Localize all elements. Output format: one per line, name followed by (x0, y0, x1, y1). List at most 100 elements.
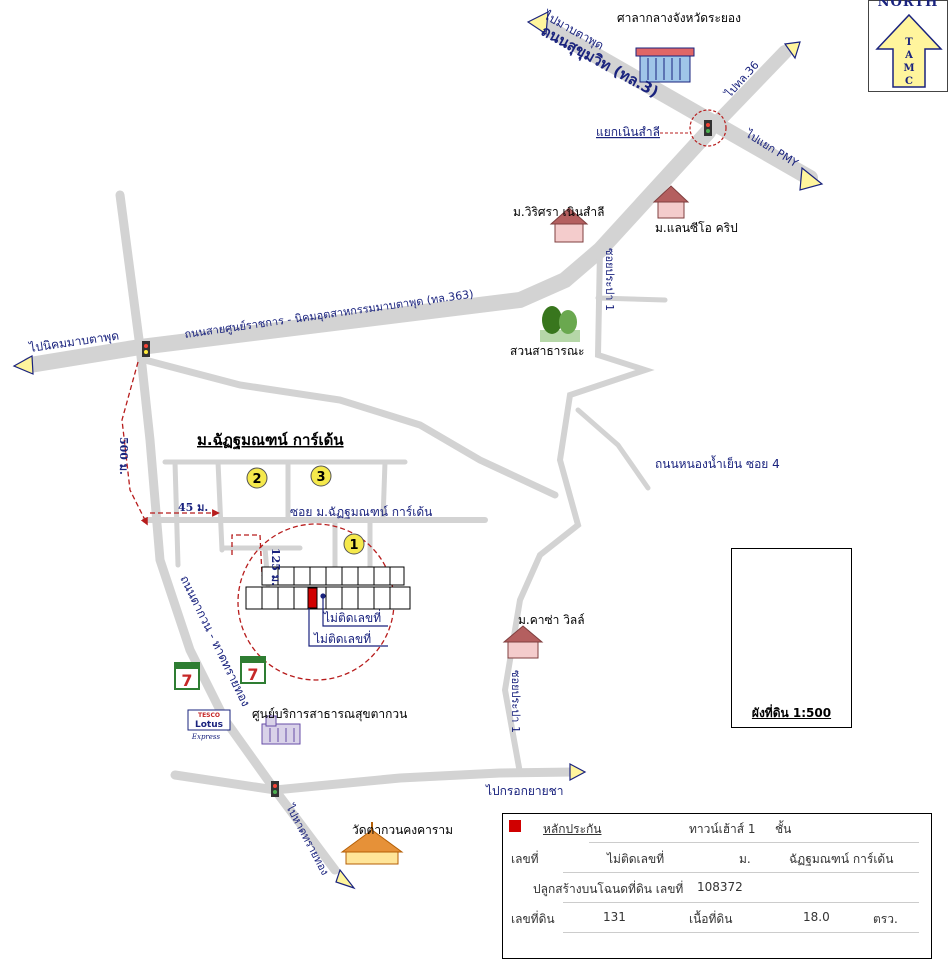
townhouse-block (245, 566, 411, 610)
health-center-icon (261, 715, 301, 745)
city-hall-icon (635, 47, 695, 83)
svg-text:T: T (905, 37, 913, 48)
svg-text:M: M (903, 63, 914, 74)
park-icon (540, 306, 580, 342)
temple-icon (340, 822, 404, 865)
health-center-label: ศูนย์บริการสาธารณสุขตากวน (252, 707, 407, 722)
nongnamyen-road (575, 407, 651, 491)
road-network (22, 20, 818, 875)
legend-label: หลักประกัน (543, 822, 602, 836)
casa-label: ม.คาซ่า วิลล์ (518, 613, 585, 627)
property-type: ทาวน์เฮ้าส์ 1 (689, 822, 756, 836)
house-icon (549, 207, 589, 243)
dir-krokyaicha-label: ไปกรอกยายชา (485, 784, 564, 798)
area-value: 18.0 (803, 910, 830, 924)
deed-value: 108372 (697, 880, 743, 894)
townhouse-row-upper (261, 566, 405, 586)
collateral-legend-swatch (509, 820, 521, 832)
area-unit: ตรว. (873, 912, 898, 926)
svg-text:C: C (905, 76, 913, 87)
townhouse-row-lower (245, 586, 411, 610)
center-road (22, 124, 716, 373)
temple-label: วัดตากวนคงคาราม (352, 823, 453, 837)
soi-branch-road (595, 295, 668, 303)
dist-45-label: 45 ม. (178, 501, 208, 514)
divider (563, 902, 919, 903)
soi-prapa-top-label: ซอยประปา 1 (603, 248, 616, 311)
divider (563, 872, 919, 873)
property-info-box: หลักประกัน ทาวน์เฮ้าส์ 1 ชั้น เลขที่ ไม่… (502, 813, 932, 959)
collateral-unit[interactable] (307, 587, 318, 609)
arrow-maptaphut (526, 10, 549, 36)
plot-no-label: เลขที่ดิน (511, 912, 555, 926)
svg-text:7: 7 (247, 665, 258, 684)
wirisa-label: ม.วิริศรา เนินสำลี (513, 205, 604, 219)
intersection-label: แยกเนินสำลี (596, 125, 660, 139)
arrow-hadsaithong (335, 868, 356, 890)
divider (589, 842, 919, 843)
traffic-lights (142, 109, 727, 797)
marker-2 (246, 467, 268, 489)
north-arrow-icon: T A M C (875, 13, 943, 88)
tesco-lotus-icon: TESCO Lotus Express (187, 709, 231, 741)
park-label: สวนสาธารณะ (510, 344, 584, 358)
plot-scale-box: ผังที่ดิน 1:500 (731, 548, 852, 728)
unit-label-1: ไม่ติดเลขที่ (323, 609, 381, 625)
traffic-light-icon (704, 120, 712, 136)
route36-road (701, 45, 792, 139)
arrow-krokyaicha (569, 763, 587, 781)
city-hall-label: ศาลากลางจังหวัดระยอง (617, 11, 741, 25)
sukhumvit-road (540, 20, 818, 186)
svg-text:7: 7 (181, 671, 192, 690)
intersection-circle (689, 109, 727, 147)
seven-eleven-icon: 7 (174, 662, 200, 690)
arrow-route36 (783, 41, 801, 60)
traffic-light-icon (271, 781, 279, 797)
plot-no-value: 131 (603, 910, 626, 924)
curve-road (141, 356, 559, 499)
unit-label-2: ไม่ติดเลขที่ (313, 630, 371, 646)
marker-1-label: 1 (349, 538, 358, 553)
soi-prapa-bottom-label: ซอยประปา 1 (509, 670, 522, 733)
dist-125-label: 125 ม. (269, 548, 282, 586)
dir-hadsaithong-label: ไปหาดทรายทอง (283, 801, 332, 877)
village-title: ม.ฉัฏฐมณฑน์ การ์เด้น (197, 431, 344, 450)
numbered-markers: 2 3 1 (246, 465, 365, 555)
village-v4 (380, 459, 388, 523)
svg-text:Lotus: Lotus (195, 720, 223, 730)
floors-unit: ชั้น (775, 822, 792, 836)
nongnamyen-label: ถนนหนองน้ำเย็น ซอย 4 (655, 455, 780, 471)
house-icon (652, 185, 690, 219)
house-no-label: เลขที่ (511, 852, 539, 866)
unit-pointers (308, 593, 388, 647)
arrow-nikhom (12, 355, 34, 375)
traffic-light-icon (142, 341, 150, 357)
svg-text:Express: Express (191, 733, 221, 741)
townhouse-dividers-upper (277, 567, 391, 585)
north-indicator: NORTH T A M C (868, 0, 948, 92)
house-no-value: ไม่ติดเลขที่ (607, 852, 665, 866)
house-icon (502, 625, 544, 659)
road-arrows (12, 10, 824, 890)
marker-3 (310, 465, 332, 487)
marker-3-label: 3 (316, 470, 325, 485)
marker-2-label: 2 (252, 472, 261, 487)
landseo-label: ม.แลนซีโอ คริป (655, 221, 738, 235)
soi-village-label: ซอย ม.ฉัฏฐมณฑน์ การ์เด้น (290, 505, 432, 519)
plot-scale-title: ผังที่ดิน 1:500 (751, 706, 832, 720)
deed-label: ปลูกสร้างบนโฉนดที่ดิน เลขที่ (533, 882, 684, 896)
divider (563, 932, 919, 933)
marker-1 (343, 533, 365, 555)
svg-text:A: A (904, 50, 913, 61)
village-v2 (215, 459, 225, 553)
seven-eleven-icon: 7 (240, 656, 266, 684)
takuan-road (115, 190, 340, 875)
area-label: เนื้อที่ดิน (689, 912, 733, 926)
map-labels: ถนนสุขุมวิท (ทล.3) ไปมาบตาพุด ศาลากลางจั… (27, 8, 800, 877)
dist-500-label: 500 ม. (117, 437, 130, 475)
krokyaicha-road (170, 767, 580, 795)
north-label: NORTH (877, 0, 939, 10)
arrow-pmy (799, 166, 824, 191)
village-prefix: ม. (739, 852, 751, 866)
